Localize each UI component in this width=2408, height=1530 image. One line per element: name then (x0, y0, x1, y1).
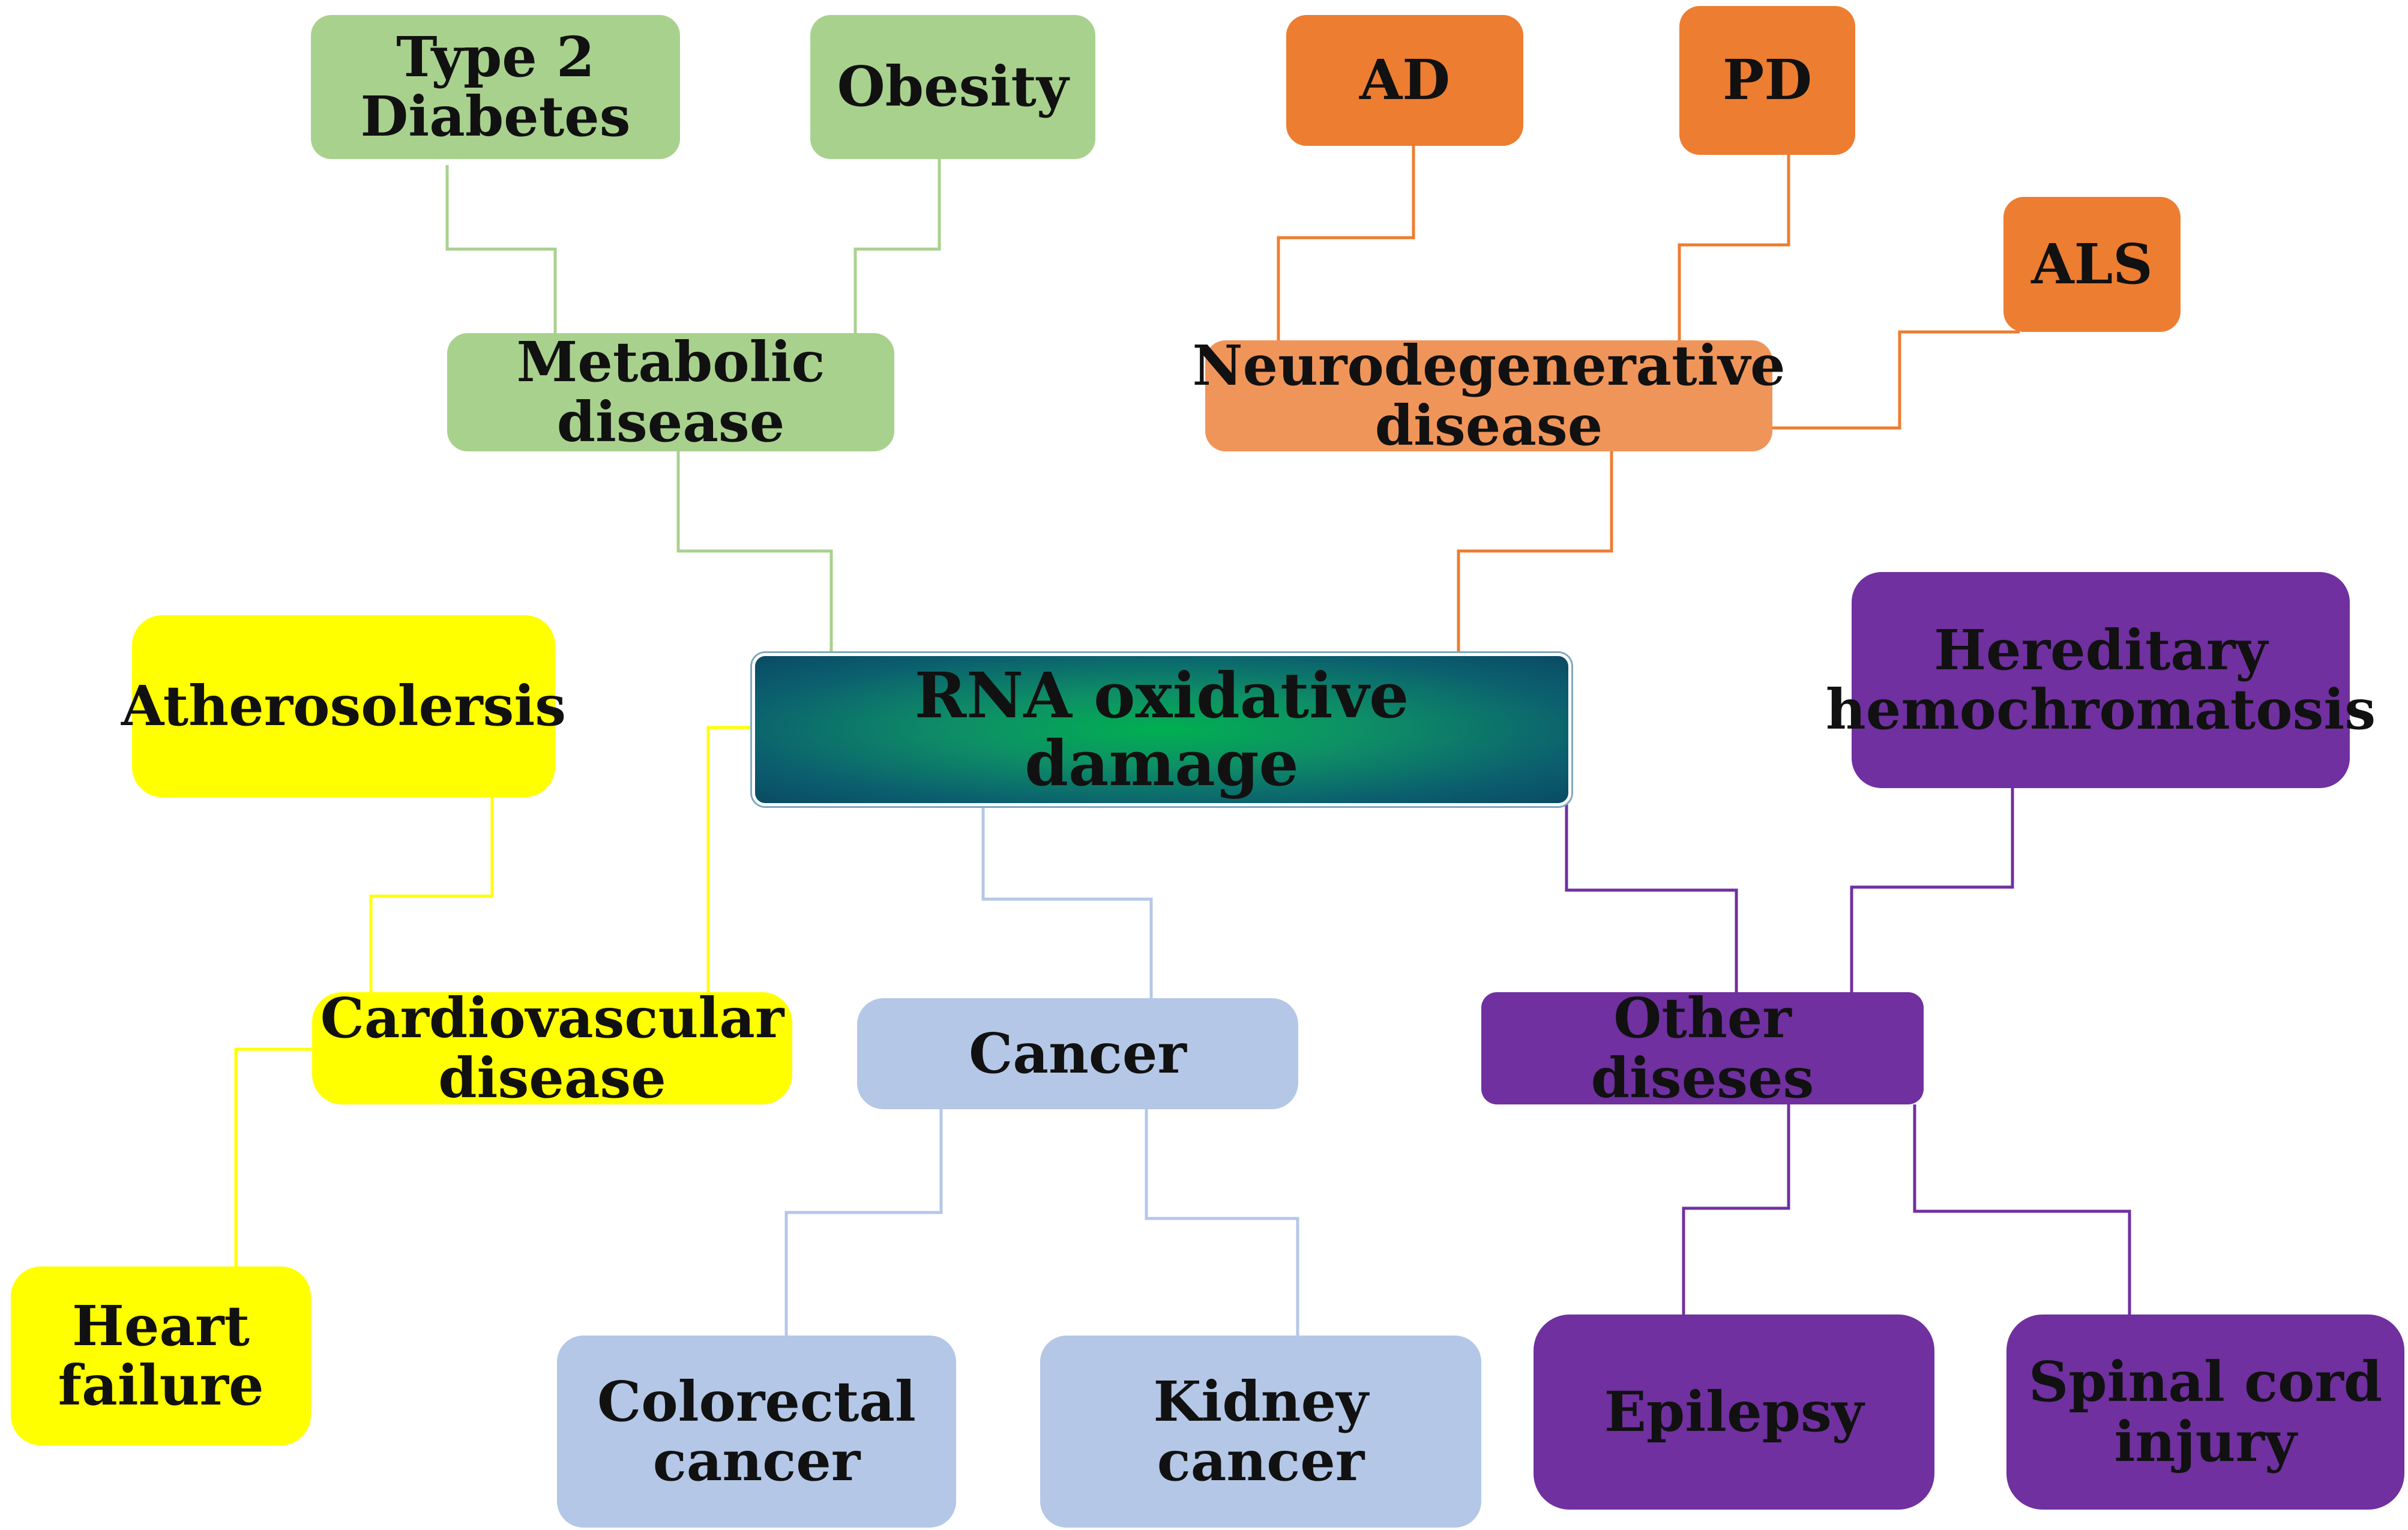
connector-hemo-other (1850, 788, 2014, 992)
connector-center-cardio (706, 726, 755, 992)
connector-athero-cardio (369, 797, 494, 992)
node-pd: PD (1679, 6, 1855, 155)
node-hereditary-hemochromatosis: Hereditary hemochromatosis (1826, 572, 2376, 788)
connector-center-cancer (981, 806, 1153, 998)
center-node-rna-oxidative-damage: RNA oxidative damage (752, 653, 1571, 806)
node-metabolic-disease: Metabolic disease (447, 332, 894, 451)
node-type-2-diabetes: Type 2 Diabetes (311, 15, 680, 159)
node-epilepsy: Epilepsy (1534, 1315, 1934, 1510)
node-cardiovascular-disease: Cardiovascular disease (312, 988, 792, 1107)
connector-other-epilepsy (1682, 1104, 1790, 1315)
connector-type2-metabolic (445, 165, 557, 333)
connector-metabolic-center (676, 451, 833, 655)
connector-other-spinal (1913, 1104, 2131, 1315)
node-obesity: Obesity (810, 15, 1095, 159)
connector-cardio-heart (234, 1047, 312, 1266)
node-colorectal-cancer: Colorectal cancer (557, 1336, 956, 1528)
node-ad: AD (1286, 15, 1523, 146)
node-kidney-cancer: Kidney cancer (1040, 1336, 1481, 1528)
node-cancer: Cancer (857, 998, 1298, 1109)
connector-cancer-kidney (1145, 1109, 1299, 1336)
node-neurodegenerative-disease: Neurodegenerative disease (1192, 333, 1786, 458)
connector-pd-neuro (1678, 155, 1790, 340)
connector-neuro-center (1457, 451, 1613, 655)
connector-center-other (1565, 797, 1738, 992)
node-atherosolersis: Atherosolersis (121, 615, 566, 797)
node-spinal-cord-injury: Spinal cord injury (2006, 1315, 2404, 1510)
node-heart-failure: Heart failure (11, 1266, 311, 1445)
connector-als-neuro (1772, 330, 2020, 430)
node-other-diseases: Other diseses (1481, 988, 1924, 1107)
node-als: ALS (2003, 197, 2181, 332)
connector-cancer-colorectal (784, 1109, 943, 1336)
connector-ad-neuro (1277, 146, 1415, 340)
connector-obesity-metabolic (853, 159, 941, 333)
